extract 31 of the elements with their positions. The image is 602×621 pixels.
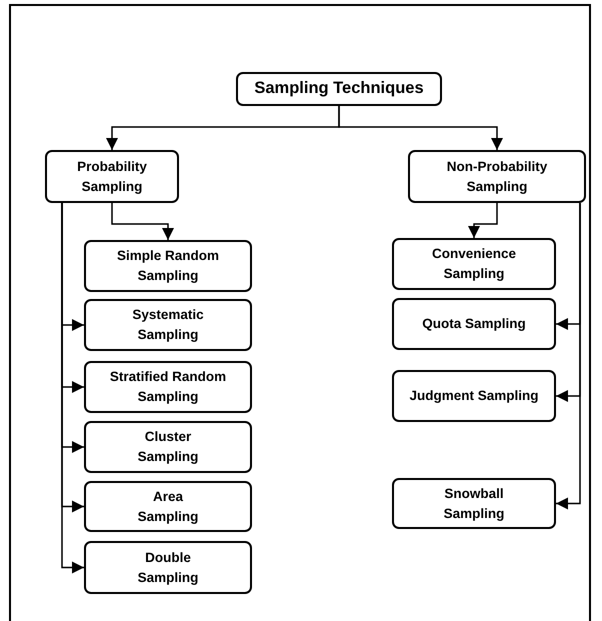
node-label: Stratified Random Sampling [108, 368, 228, 406]
arrow [468, 203, 498, 238]
node-label: Quota Sampling [422, 315, 526, 334]
category-box [392, 370, 556, 422]
category-box [84, 361, 252, 413]
category-box [84, 240, 252, 292]
node-label: Probability Sampling [76, 158, 148, 196]
node-label: Area Sampling [136, 488, 200, 526]
node-label: Simple Random Sampling [116, 247, 220, 285]
node-label: Snowball Sampling [442, 484, 506, 523]
category-box [392, 238, 556, 290]
category-box [392, 478, 556, 529]
node-label: Systematic Sampling [131, 306, 205, 344]
arrow [61, 203, 84, 574]
node-label: Cluster Sampling [136, 428, 200, 466]
arrow [338, 106, 503, 150]
category-box [408, 150, 586, 203]
category-box [84, 481, 252, 532]
node-label: Convenience Sampling [430, 245, 518, 283]
node-label: Double Sampling [136, 548, 200, 587]
node-label: Sampling Techniques [254, 78, 424, 100]
category-box [84, 421, 252, 473]
root-box [236, 72, 442, 106]
arrow [111, 203, 174, 240]
category-box [45, 150, 179, 203]
arrow [556, 203, 581, 510]
category-box [392, 298, 556, 350]
node-label: Non-Probability Sampling [446, 158, 548, 196]
category-box [84, 299, 252, 351]
category-box [84, 541, 252, 594]
node-label: Judgment Sampling [409, 387, 538, 406]
